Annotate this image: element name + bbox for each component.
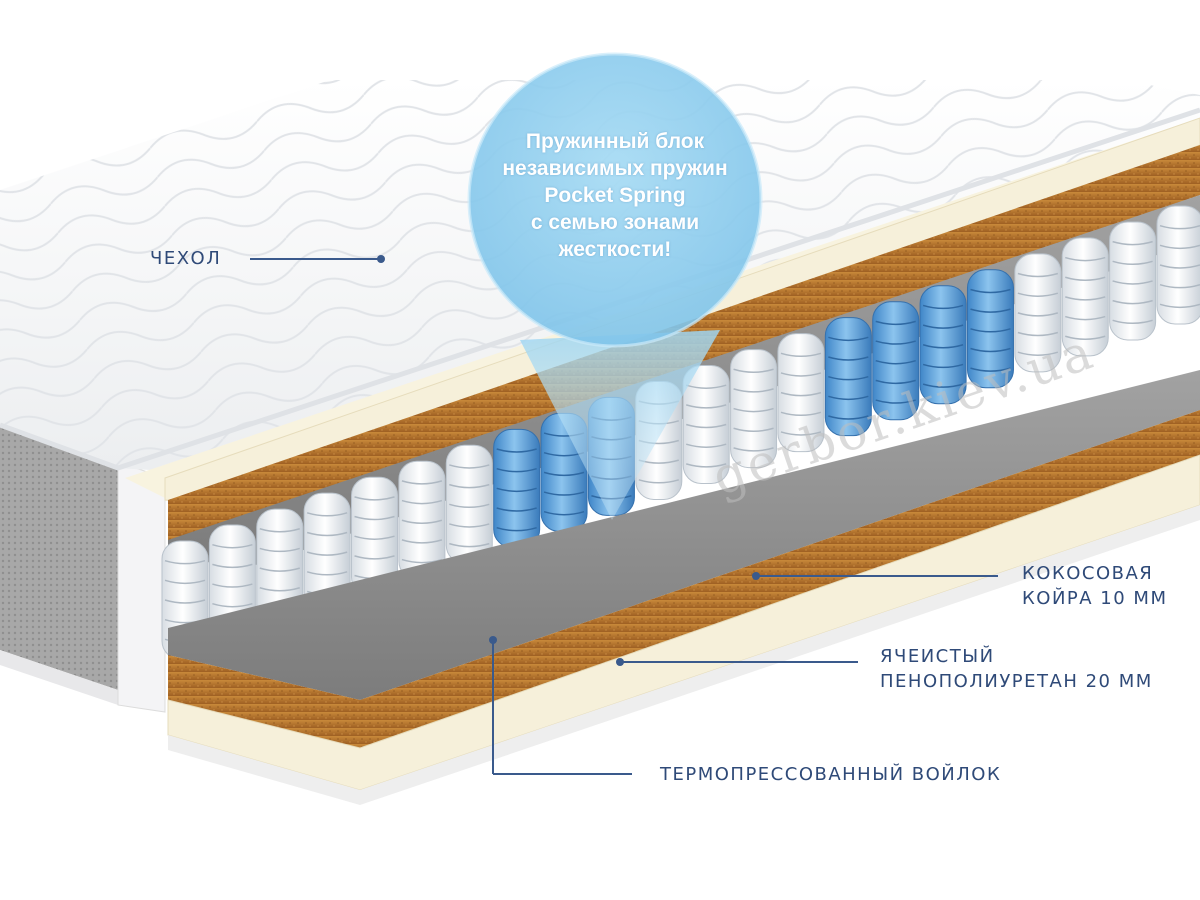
pointer-felt xyxy=(489,636,632,775)
bubble-line-2: независимых пружин xyxy=(502,157,728,180)
pointer-cover xyxy=(250,255,385,263)
pocket-spring xyxy=(872,301,920,421)
pocket-spring xyxy=(445,444,493,564)
label-foam: ЯЧЕИСТЫЙ ПЕНОПОЛИУРЕТАН 20 ММ xyxy=(880,644,1153,694)
bubble-highlight xyxy=(467,52,763,348)
cover-piping xyxy=(0,107,1200,471)
pocket-spring xyxy=(1061,237,1109,357)
label-foam-line-2: ПЕНОПОЛИУРЕТАН 20 ММ xyxy=(880,671,1153,692)
pocket-spring xyxy=(493,428,541,548)
pocket-spring xyxy=(682,365,730,485)
label-coconut-line-2: КОЙРА 10 ММ xyxy=(1022,588,1168,609)
label-felt: ТЕРМОПРЕССОВАННЫЙ ВОЙЛОК xyxy=(660,764,1002,785)
label-foam-line-1: ЯЧЕИСТЫЙ xyxy=(880,646,995,667)
pocket-spring xyxy=(966,269,1014,389)
bubble-text: Пружинный блок независимых пружин Pocket… xyxy=(470,128,760,263)
coir-layer-bottom xyxy=(168,410,1200,748)
info-bubble xyxy=(469,54,761,346)
side-corner-white xyxy=(117,461,166,713)
pocket-spring xyxy=(1109,221,1157,341)
label-coconut: КОКОСОВАЯ КОЙРА 10 ММ xyxy=(1022,561,1168,611)
pocket-spring xyxy=(398,460,446,580)
bubble-tail xyxy=(520,330,720,520)
label-coconut-line-1: КОКОСОВАЯ xyxy=(1022,563,1154,584)
pocket-spring xyxy=(919,285,967,405)
pocket-spring xyxy=(730,349,778,469)
bubble-line-1: Пружинный блок xyxy=(525,130,705,153)
pointer-foam xyxy=(616,658,858,666)
bubble-line-3: Pocket Spring xyxy=(544,184,686,207)
bubble-line-4: с семью зонами xyxy=(530,211,700,234)
cover-bottom-edge xyxy=(168,505,1200,805)
pointer-coconut xyxy=(752,572,998,580)
pocket-spring xyxy=(1156,205,1200,325)
side-panel xyxy=(0,425,118,690)
label-cover: ЧЕХОЛ xyxy=(150,248,222,269)
side-border-bottom xyxy=(0,650,118,705)
pocket-spring xyxy=(777,333,825,453)
felt-layer-bottom xyxy=(168,370,1200,700)
pocket-spring xyxy=(351,476,399,596)
pocket-spring xyxy=(824,317,872,437)
bubble-line-5: жесткости! xyxy=(558,238,672,261)
pocket-spring xyxy=(1014,253,1062,373)
